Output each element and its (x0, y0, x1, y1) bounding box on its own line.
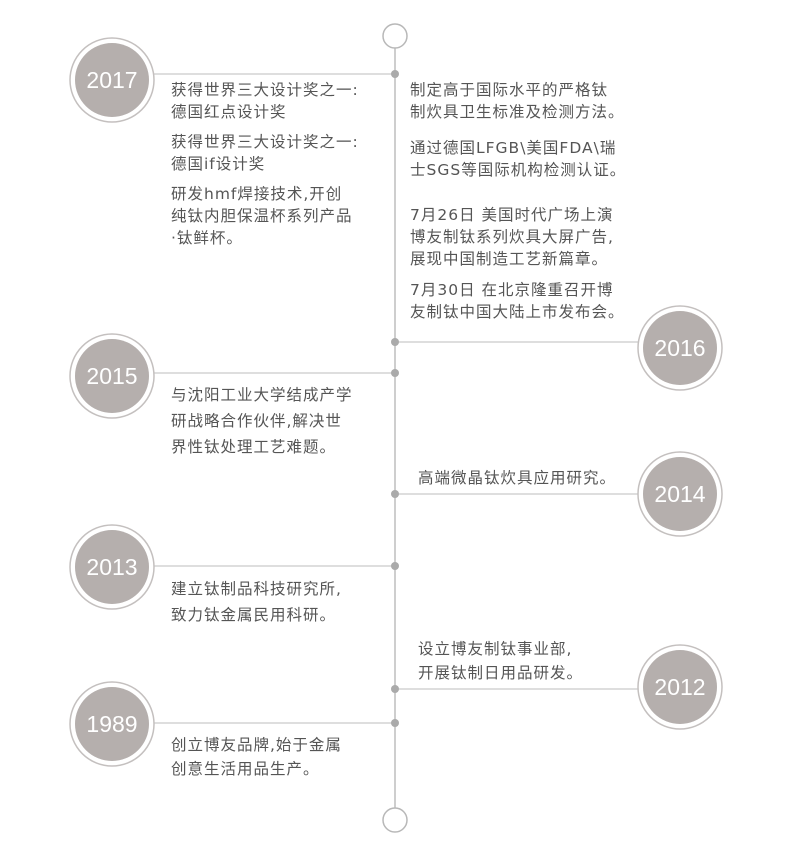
milestone-1989-entry-1-line-2: 创意生活用品生产。 (171, 760, 320, 778)
milestone-2016-entry-2-line-1: 通过德国LFGB\美国FDA\瑞 (410, 139, 617, 157)
milestone-2016-entry-1-line-2: 制炊具卫生标准及检测方法。 (410, 103, 625, 121)
milestone-2017-entry-3-line-3: ·钛鲜杯。 (171, 229, 243, 247)
year-badge-1989 (69, 681, 155, 767)
year-badge-2014 (637, 451, 723, 537)
milestone-2013-entry-1: 建立钛制品科技研究所, 致力钛金属民用科研。 (171, 576, 342, 628)
milestone-2012-entry-1: 设立博友制钛事业部, 开展钛制日用品研发。 (418, 637, 583, 685)
year-label-2015: 2015 (86, 363, 138, 389)
milestone-2012-entry-1-line-2: 开展钛制日用品研发。 (418, 664, 584, 682)
axis-dot-2015 (391, 369, 399, 377)
milestone-1989-entry-1: 创立博友品牌,始于金属 创意生活用品生产。 (171, 733, 342, 781)
milestone-2017-entry-1-line-2: 德国红点设计奖 (171, 103, 287, 121)
milestone-2016-entry-3-line-2: 博友制钛系列炊具大屏广告, (410, 228, 614, 246)
year-label-2017: 2017 (86, 67, 138, 93)
milestone-2012-entry-1-line-1: 设立博友制钛事业部, (418, 640, 573, 658)
year-label-2014: 2014 (654, 481, 706, 507)
milestone-2017-entry-3-line-2: 纯钛内胆保温杯系列产品 (171, 207, 353, 225)
year-badge-2013 (69, 524, 155, 610)
milestone-2016-entry-4: 7月30日 在北京隆重召开博 友制钛中国大陆上市发布会。 (410, 279, 625, 323)
year-badge-2016 (637, 305, 723, 391)
year-label-1989: 1989 (86, 711, 138, 737)
axis-dot-1989 (391, 719, 399, 727)
year-label-2016: 2016 (654, 335, 706, 361)
milestone-2015-entry-1-line-1: 与沈阳工业大学结成产学 (171, 386, 353, 404)
milestone-2016-entry-3: 7月26日 美国时代广场上演 博友制钛系列炊具大屏广告, 展现中国制造工艺新篇章… (410, 204, 614, 270)
milestone-2013-entry-1-line-1: 建立钛制品科技研究所, (171, 580, 342, 598)
milestone-1989-entry-1-line-1: 创立博友品牌,始于金属 (171, 736, 342, 754)
milestone-2016-entry-2-line-2: 士SGS等国际机构检测认证。 (410, 161, 627, 179)
milestone-2016-entry-4-line-1: 7月30日 在北京隆重召开博 (410, 281, 614, 299)
axis-dot-2012 (391, 685, 399, 693)
milestone-2015-entry-1-line-3: 界性钛处理工艺难题。 (171, 438, 337, 456)
milestone-2015-entry-1-line-2: 研战略合作伙伴,解决世 (171, 412, 342, 430)
axis-dot-2016 (391, 338, 399, 346)
axis-dot-2017 (391, 70, 399, 78)
milestone-2017-entry-2: 获得世界三大设计奖之一: 德国if设计奖 (171, 131, 359, 175)
axis-dot-2014 (391, 490, 399, 498)
milestone-2014-entry-1: 高端微晶钛炊具应用研究。 (418, 467, 616, 489)
milestone-2016-entry-4-line-2: 友制钛中国大陆上市发布会。 (410, 303, 625, 321)
milestone-2017-entry-2-line-1: 获得世界三大设计奖之一: (171, 133, 359, 151)
axis-dot-2013 (391, 562, 399, 570)
milestone-2016-entry-3-line-3: 展现中国制造工艺新篇章。 (410, 250, 609, 268)
year-badge-2015 (69, 333, 155, 419)
year-badge-2017 (69, 37, 155, 123)
timeline-bottom-cap-icon (382, 807, 408, 833)
milestone-2015-entry-1: 与沈阳工业大学结成产学 研战略合作伙伴,解决世 界性钛处理工艺难题。 (171, 382, 353, 460)
milestone-2014-entry-1-line-1: 高端微晶钛炊具应用研究。 (418, 469, 617, 487)
milestone-2016-entry-1: 制定高于国际水平的严格钛 制炊具卫生标准及检测方法。 (410, 79, 625, 123)
milestone-2016-entry-3-line-1: 7月26日 美国时代广场上演 (410, 206, 614, 224)
milestone-2017-entry-3-line-1: 研发hmf焊接技术,开创 (171, 185, 343, 203)
year-label-2013: 2013 (86, 554, 138, 580)
milestone-2013-entry-1-line-2: 致力钛金属民用科研。 (171, 606, 337, 624)
milestone-2017-entry-3: 研发hmf焊接技术,开创 纯钛内胆保温杯系列产品 ·钛鲜杯。 (171, 183, 353, 249)
milestone-2017-entry-1: 获得世界三大设计奖之一: 德国红点设计奖 (171, 79, 359, 123)
year-label-2012: 2012 (654, 674, 706, 700)
milestone-2017-entry-2-line-2: 德国if设计奖 (171, 155, 266, 173)
timeline-top-cap-icon (382, 23, 408, 49)
year-badge-2012 (637, 644, 723, 730)
milestone-2016-entry-2: 通过德国LFGB\美国FDA\瑞 士SGS等国际机构检测认证。 (410, 137, 626, 181)
milestone-2016-entry-1-line-1: 制定高于国际水平的严格钛 (410, 81, 609, 99)
milestone-2017-entry-1-line-1: 获得世界三大设计奖之一: (171, 81, 359, 99)
